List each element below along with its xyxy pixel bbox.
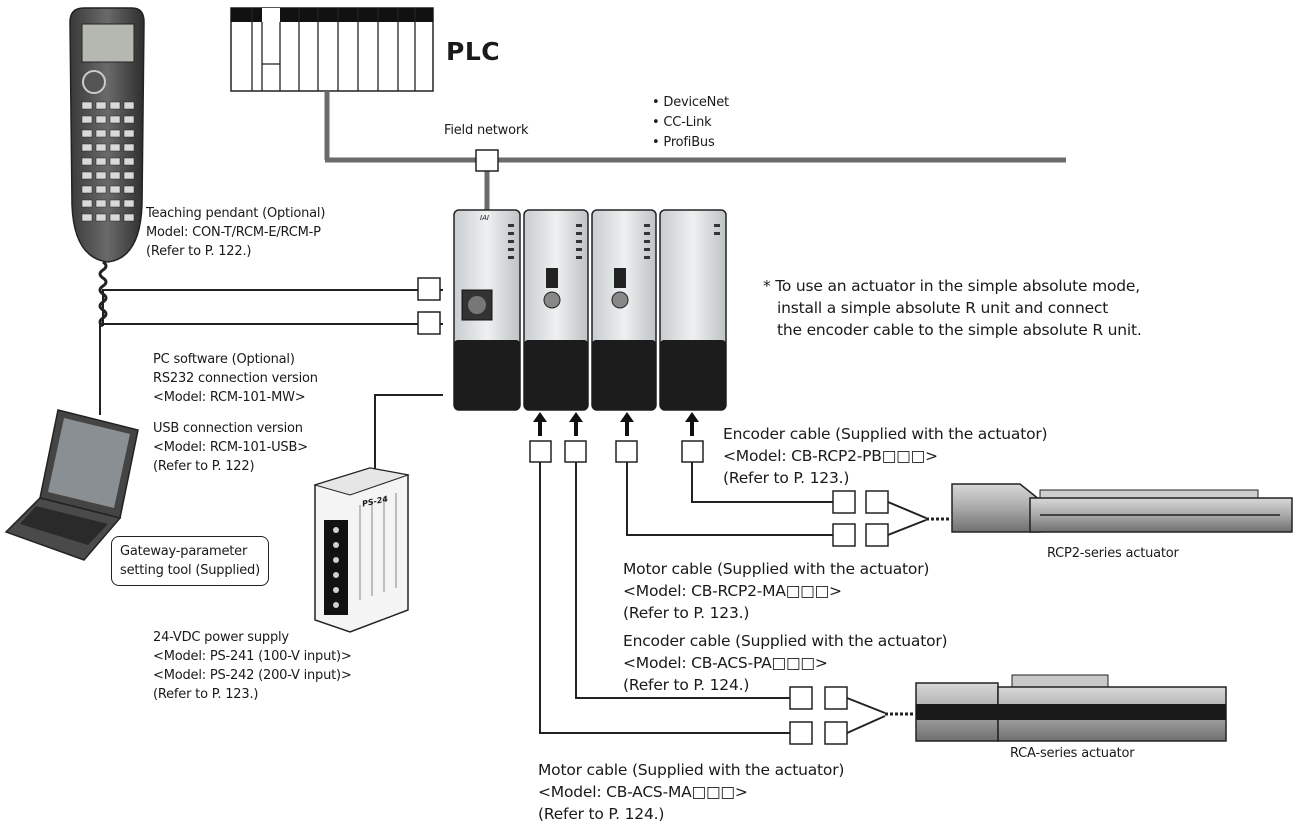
actuator-cables xyxy=(539,462,833,734)
power-supply-label: 24-VDC power supply <Model: PS-241 (100-… xyxy=(153,630,352,702)
field-network-label: Field network xyxy=(444,123,529,138)
laptop-device xyxy=(4,311,443,561)
controller-units xyxy=(453,209,727,411)
rcp2-cable-connectors xyxy=(832,490,889,547)
field-network-bus xyxy=(324,91,1066,212)
network-protocol-list: • DeviceNet • CC-Link • ProfiBus xyxy=(652,93,729,153)
protocol-profibus: • ProfiBus xyxy=(652,135,715,150)
protocol-cc-link: • CC-Link xyxy=(652,115,712,130)
pc-software-label: PC software (Optional) RS232 connection … xyxy=(153,352,318,405)
unit-brand-logo: IAI xyxy=(480,214,489,222)
unit-connectors xyxy=(529,440,704,463)
teaching-pendant-label: Teaching pendant (Optional) Model: CON-T… xyxy=(146,206,326,259)
rcp2-actuator-label: RCP2-series actuator xyxy=(1047,546,1179,561)
rca-motor-cable-label: Motor cable (Supplied with the actuator)… xyxy=(538,761,845,823)
rcp2-actuator-device xyxy=(951,483,1293,533)
rca-encoder-cable-label: Encoder cable (Supplied with the actuato… xyxy=(623,632,948,694)
usb-connection-label: USB connection version <Model: RCM-101-U… xyxy=(153,421,308,474)
power-supply-device xyxy=(313,394,443,633)
protocol-devicenet: • DeviceNet xyxy=(652,95,729,110)
plc-label: PLC xyxy=(446,37,501,66)
gateway-tool-box: Gateway-parameter setting tool (Supplied… xyxy=(111,536,269,586)
rca-actuator-label: RCA-series actuator xyxy=(1010,746,1135,761)
teaching-pendant-device xyxy=(69,7,145,328)
plc-rack xyxy=(230,7,434,92)
simple-absolute-note: * To use an actuator in the simple absol… xyxy=(763,277,1142,339)
rca-actuator-device xyxy=(915,674,1227,742)
rcp2-motor-cable-label: Motor cable (Supplied with the actuator)… xyxy=(623,560,930,622)
rca-cable-connectors xyxy=(789,686,848,745)
pendant-connector xyxy=(417,277,441,301)
cable-arrows xyxy=(533,412,699,436)
rcp2-encoder-cable-label: Encoder cable (Supplied with the actuato… xyxy=(723,425,1048,487)
